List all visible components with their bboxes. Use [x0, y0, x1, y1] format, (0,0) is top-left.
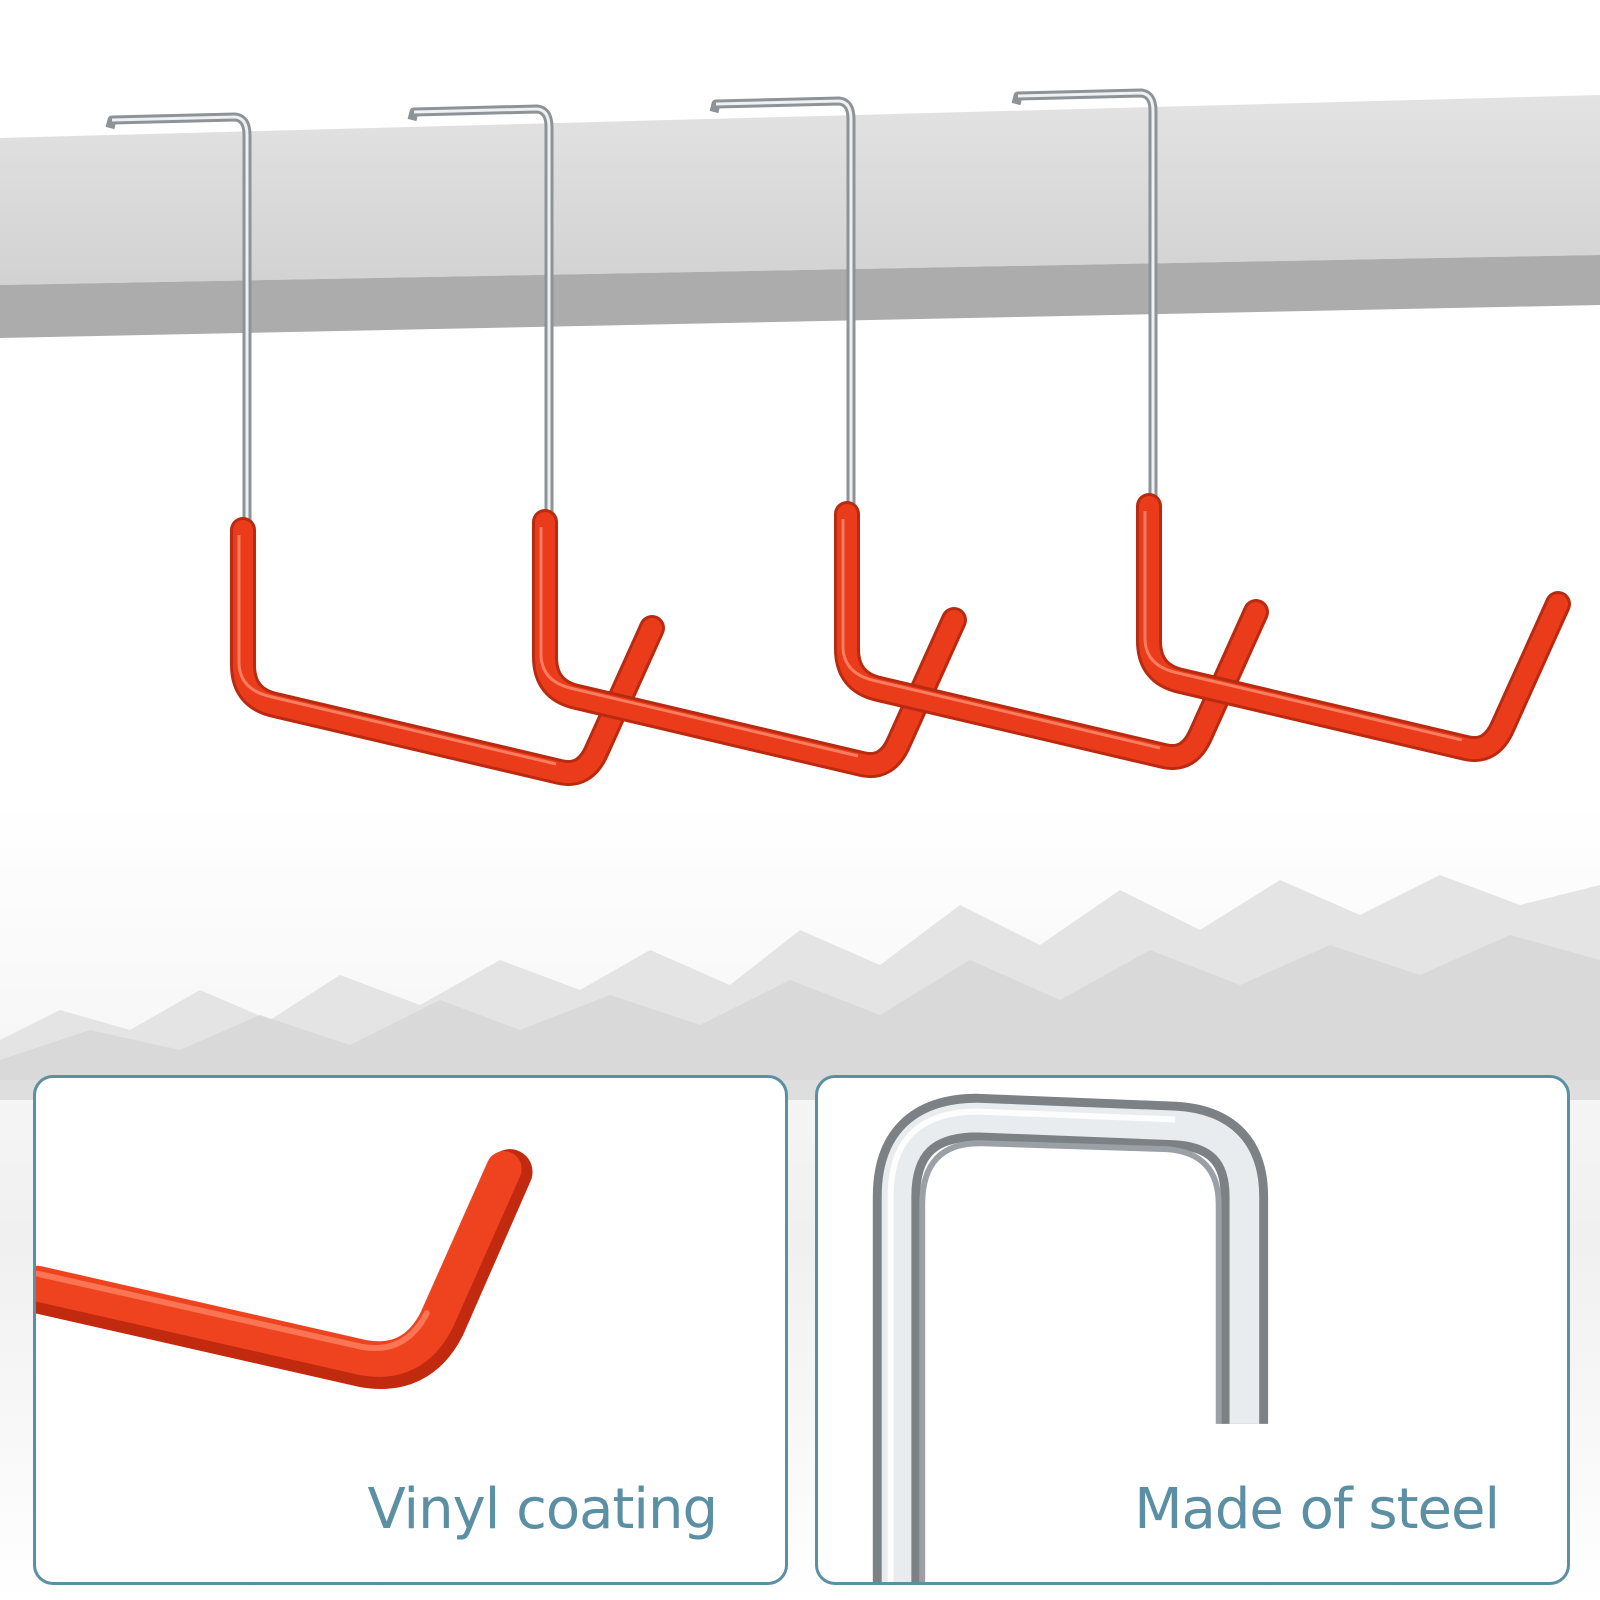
steel-bend-icon	[872, 1093, 1269, 1582]
made-of-steel-card: Made of steel	[815, 1075, 1570, 1585]
hook	[105, 112, 665, 786]
hook	[709, 96, 1269, 770]
vinyl-coating-caption: Vinyl coating	[367, 1477, 718, 1542]
orange-hook-tip-icon	[36, 1149, 533, 1389]
hook	[407, 104, 967, 778]
made-of-steel-caption: Made of steel	[1134, 1477, 1500, 1542]
hook	[1011, 88, 1571, 762]
rail	[0, 95, 1600, 338]
vinyl-coating-card: Vinyl coating	[33, 1075, 788, 1585]
hooks-group	[105, 88, 1571, 786]
